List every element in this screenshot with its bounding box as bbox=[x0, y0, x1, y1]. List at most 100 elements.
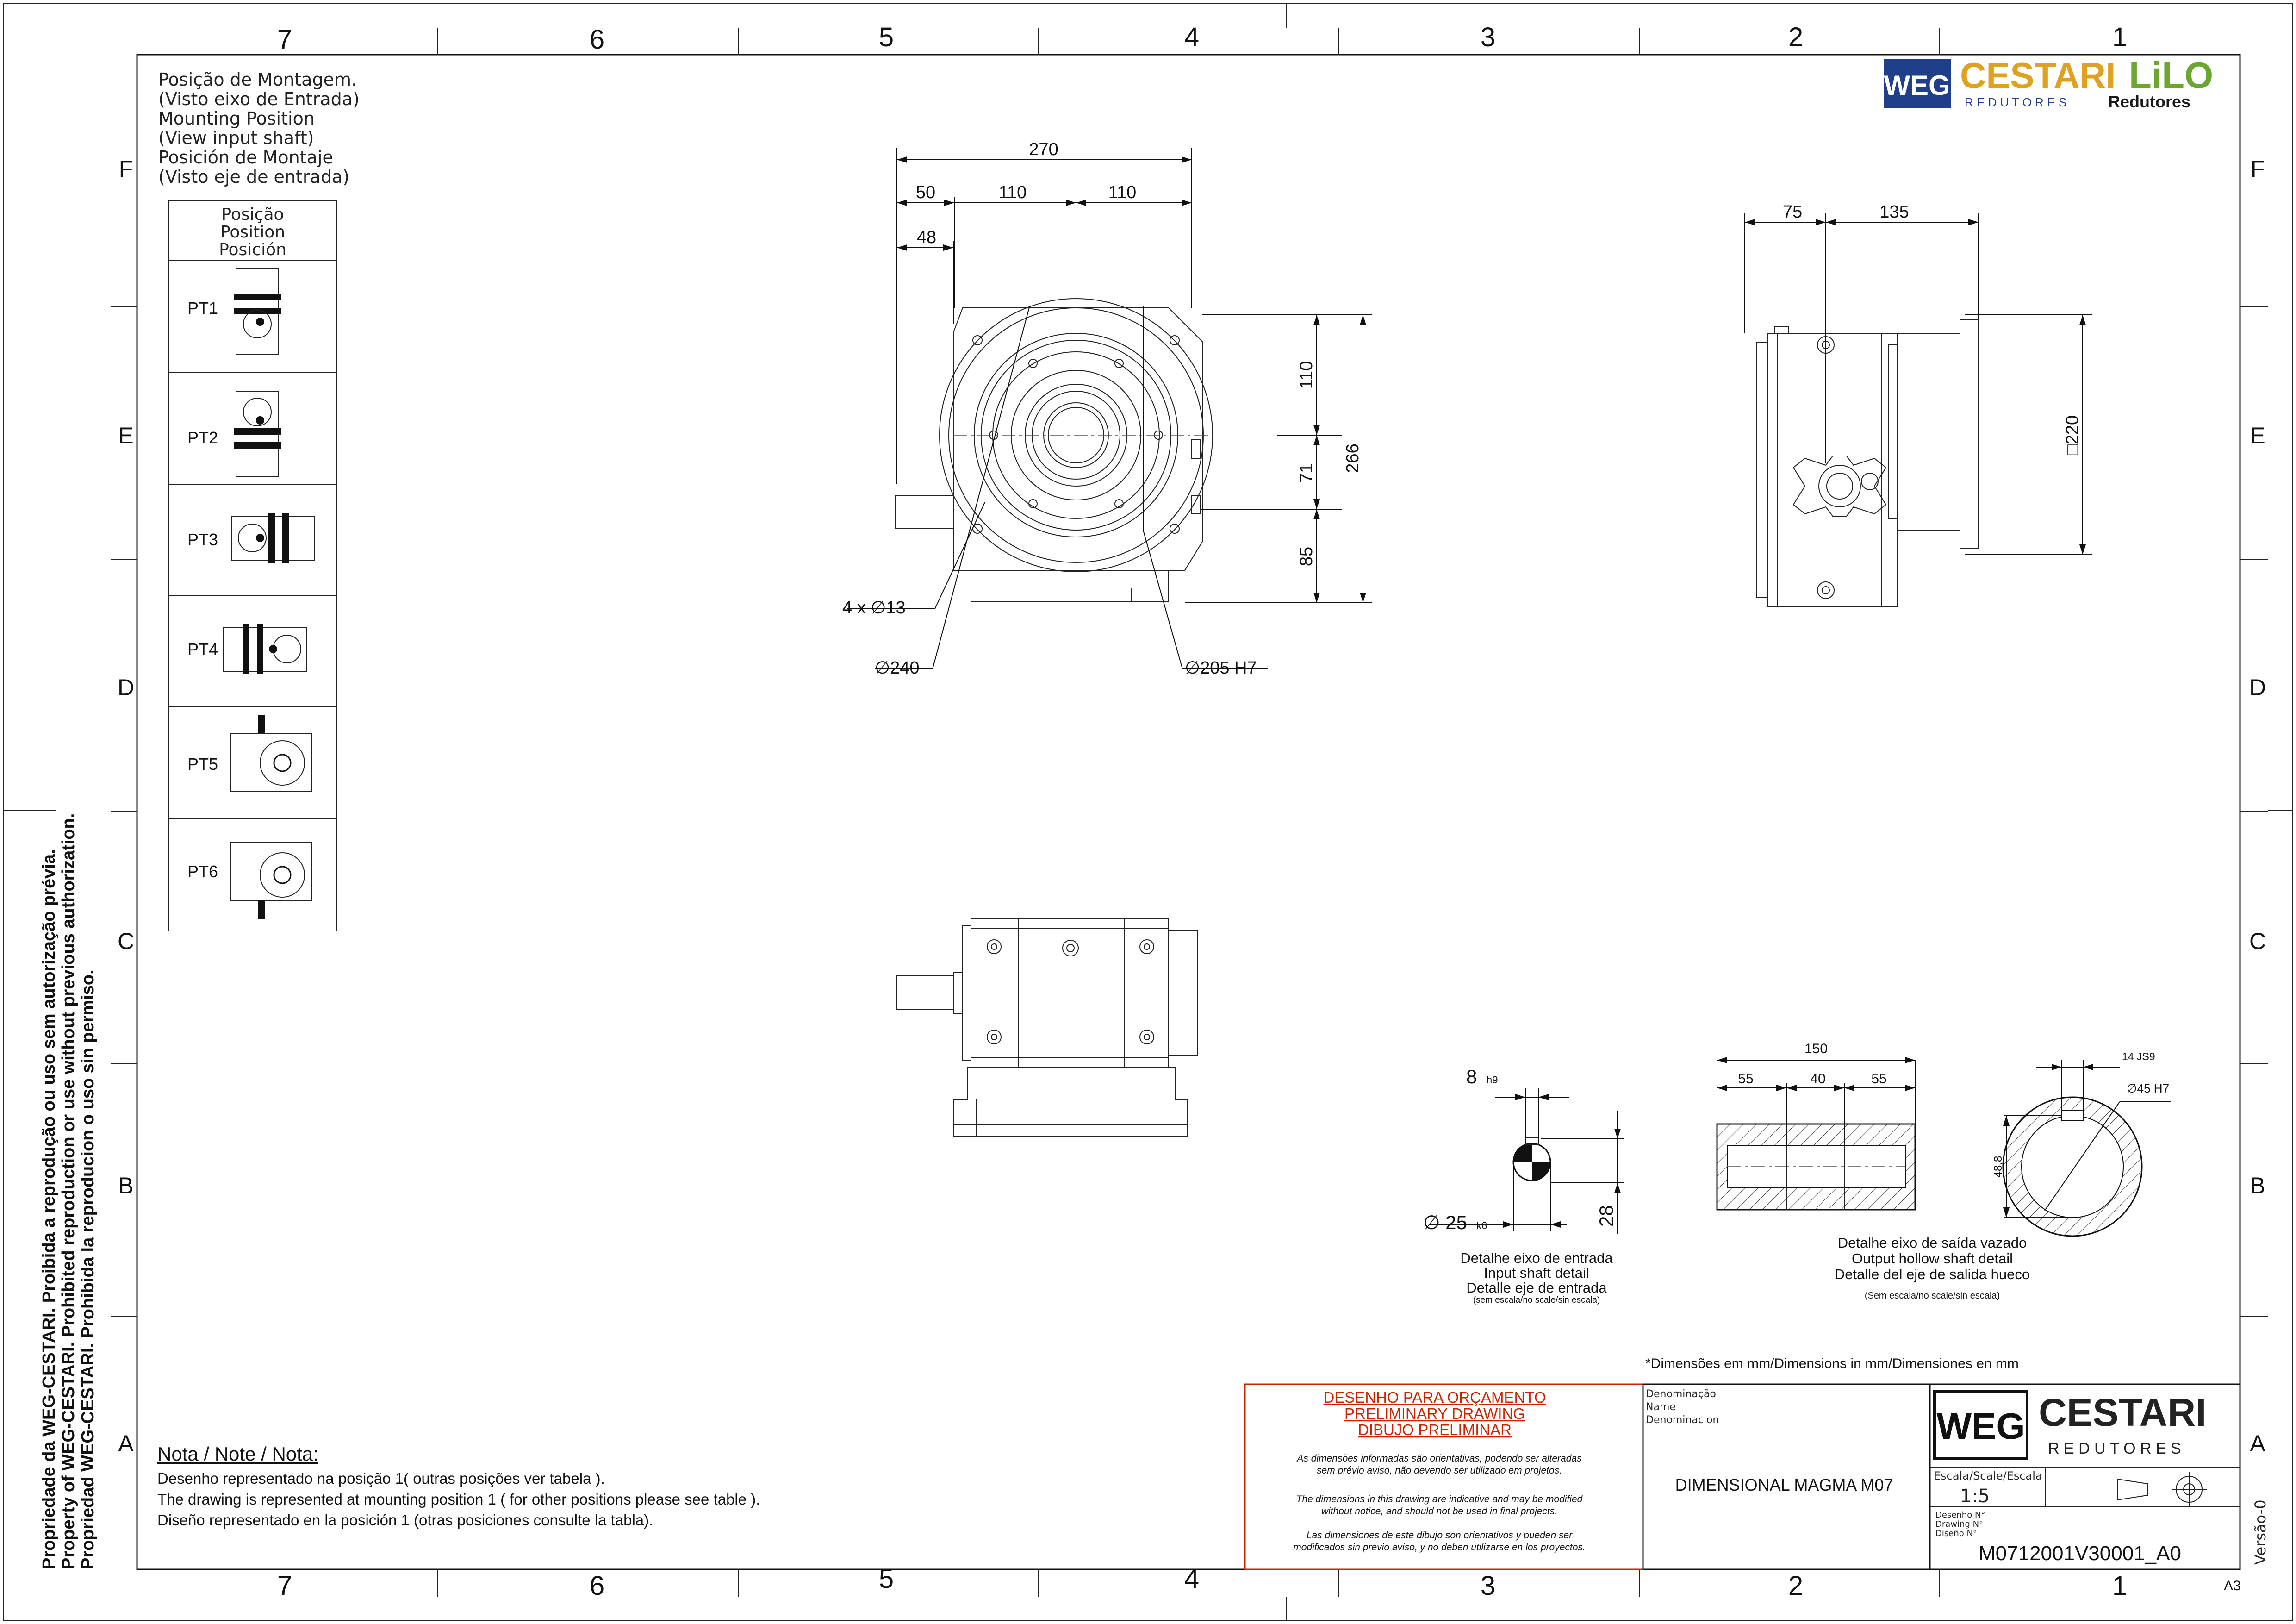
scale-value: 1:5 bbox=[1960, 1486, 1990, 1507]
col-label-bottom: 3 bbox=[1481, 1571, 1495, 1601]
position-label-pt3: PT3 bbox=[187, 530, 218, 549]
front-view: 270 50 110 110 48 110 71 266 85 4 x ∅13 … bbox=[842, 140, 1372, 678]
col-label-top: 1 bbox=[2112, 22, 2127, 52]
dim-square-220: □220 bbox=[2063, 415, 2082, 455]
mounting-heading-line: (Visto eixo de Entrada) bbox=[158, 89, 360, 109]
denomination-value: DIMENSIONAL MAGMA M07 bbox=[1675, 1475, 1893, 1494]
logo-weg-cestari-lilo: WEG CESTARI R E D U T O R E S LiLO Redut… bbox=[1884, 55, 2213, 111]
row-label-left: B bbox=[118, 1173, 133, 1199]
dim-48-8: 48,8 bbox=[1992, 1156, 2004, 1178]
pt3-glyph-icon bbox=[231, 513, 315, 563]
col-label-bottom: 4 bbox=[1184, 1564, 1199, 1594]
note-line-en: The drawing is represented at mounting p… bbox=[157, 1491, 760, 1508]
preliminary-title-en: PRELIMINARY DRAWING bbox=[1344, 1405, 1525, 1422]
col-label-top: 7 bbox=[277, 25, 292, 55]
pt1-glyph-icon bbox=[234, 268, 281, 355]
drawing-label: Diseño N° bbox=[1935, 1529, 1977, 1538]
mounting-heading-line: Posición de Montaje bbox=[158, 147, 333, 168]
dim-266: 266 bbox=[1343, 443, 1363, 473]
row-label-left: A bbox=[118, 1430, 134, 1456]
dim-8-tol: h9 bbox=[1487, 1074, 1498, 1086]
row-label-right: E bbox=[2250, 423, 2265, 449]
dim-75: 75 bbox=[1783, 202, 1802, 222]
input-caption-scale: (sem escala/no scale/sin escala) bbox=[1473, 1295, 1600, 1305]
position-label-pt2: PT2 bbox=[187, 428, 218, 447]
position-label-pt1: PT1 bbox=[187, 299, 218, 318]
col-label-top: 5 bbox=[879, 22, 894, 52]
dim-135: 135 bbox=[1879, 202, 1909, 222]
mounting-position-table: Posição Position Posición PT1 PT2 PT3 PT… bbox=[168, 200, 337, 931]
dim-dia-25: ∅ 25 bbox=[1423, 1212, 1467, 1233]
legal-line-en: Property of WEG-CESTARI. Prohibited repr… bbox=[59, 813, 78, 1569]
dim-270: 270 bbox=[1029, 140, 1058, 159]
dim-110-right: 110 bbox=[1108, 183, 1137, 202]
legal-notice: Propriedade da WEG-CESTARI. Proibida a r… bbox=[39, 813, 98, 1569]
note-line-es: Diseño representado en la posición 1 (ot… bbox=[157, 1512, 653, 1529]
top-view bbox=[896, 918, 1198, 1137]
input-caption-en: Input shaft detail bbox=[1484, 1265, 1589, 1281]
sheet-size: A3 bbox=[2224, 1578, 2241, 1593]
dim-110-left: 110 bbox=[999, 183, 1027, 202]
col-label-bottom: 6 bbox=[590, 1571, 604, 1601]
redutores-title-sub: R E D U T O R E S bbox=[2048, 1440, 2181, 1457]
dim-48: 48 bbox=[917, 228, 936, 247]
denom-label: Denominacion bbox=[1646, 1414, 1719, 1426]
drawing-label: Desenho N° bbox=[1935, 1510, 1985, 1520]
dim-dia-240: ∅240 bbox=[875, 658, 920, 678]
units-note: *Dimensões em mm/Dimensions in mm/Dimens… bbox=[1645, 1356, 2019, 1371]
row-label-left: D bbox=[118, 675, 134, 700]
output-shaft-detail: 150 55 40 55 48,8 14 JS9 ∅45 H7 Detalhe … bbox=[1716, 1041, 2171, 1301]
row-label-right: B bbox=[2250, 1173, 2265, 1199]
dim-dia-205: ∅205 H7 bbox=[1185, 658, 1257, 678]
pt4-glyph-icon bbox=[223, 624, 307, 674]
dim-28: 28 bbox=[1595, 1205, 1617, 1227]
preliminary-title-pt: DESENHO PARA ORÇAMENTO bbox=[1323, 1389, 1546, 1406]
dim-bore-45: ∅45 H7 bbox=[2127, 1081, 2169, 1095]
dim-key-14: 14 JS9 bbox=[2122, 1050, 2155, 1062]
table-header-line: Posición bbox=[219, 240, 286, 259]
table-header-line: Position bbox=[220, 223, 285, 242]
cestari-logo-text: CESTARI bbox=[1960, 55, 2116, 96]
row-label-left: E bbox=[118, 423, 133, 449]
cestari-title-text: CESTARI bbox=[2039, 1391, 2206, 1434]
preliminary-title-es: DIBUJO PRELIMINAR bbox=[1358, 1421, 1512, 1438]
side-view: 75 135 □220 bbox=[1744, 202, 2092, 607]
scale-label: Escala/Scale/Escala bbox=[1934, 1469, 2042, 1482]
mounting-heading-line: (Visto eje de entrada) bbox=[158, 167, 349, 187]
table-header-line: Posição bbox=[221, 205, 284, 224]
mounting-heading-line: Mounting Position bbox=[158, 108, 315, 129]
input-caption-pt: Detalhe eixo de entrada bbox=[1460, 1250, 1613, 1266]
preliminary-es-line: Las dimensiones de este dibujo son orien… bbox=[1307, 1530, 1573, 1541]
dim-71: 71 bbox=[1297, 463, 1316, 483]
preliminary-en-line: without notice, and should not be used i… bbox=[1321, 1506, 1557, 1517]
pt2-glyph-icon bbox=[234, 391, 281, 477]
weg-title-logo-icon bbox=[1933, 1390, 2028, 1460]
drawing-label: Drawing N° bbox=[1935, 1519, 1983, 1529]
mounting-heading: Posição de Montagem. (Visto eixo de Entr… bbox=[158, 69, 360, 187]
dim-110-vertical: 110 bbox=[1297, 361, 1316, 389]
weg-title-logo-text: WEG bbox=[1936, 1405, 2025, 1447]
note-line-pt: Desenho representado na posição 1( outra… bbox=[157, 1470, 605, 1487]
col-label-top: 2 bbox=[1788, 22, 1803, 52]
dim-55-left: 55 bbox=[1738, 1071, 1753, 1087]
preliminary-pt-line: As dimensões informadas são orientativas… bbox=[1296, 1453, 1582, 1464]
denom-label: Name bbox=[1646, 1401, 1676, 1413]
output-caption-es: Detalle del eje de salida hueco bbox=[1835, 1266, 2030, 1282]
mounting-heading-line: (View input shaft) bbox=[158, 128, 314, 148]
lilo-logo-sub: Redutores bbox=[2108, 92, 2190, 111]
dim-40: 40 bbox=[1810, 1071, 1825, 1087]
col-label-bottom: 5 bbox=[879, 1564, 894, 1594]
row-label-right: C bbox=[2249, 928, 2266, 954]
row-label-left: C bbox=[118, 928, 134, 954]
row-label-left: F bbox=[119, 156, 133, 182]
dim-50: 50 bbox=[916, 183, 935, 202]
col-label-top: 6 bbox=[590, 25, 604, 55]
row-label-right: A bbox=[2250, 1430, 2265, 1456]
col-label-bottom: 1 bbox=[2112, 1571, 2127, 1601]
position-label-pt4: PT4 bbox=[187, 640, 218, 659]
notes-title: Nota / Note / Nota: bbox=[157, 1443, 318, 1465]
notes-block: Nota / Note / Nota: Desenho representado… bbox=[157, 1443, 760, 1529]
position-label-pt6: PT6 bbox=[187, 862, 218, 881]
dim-85: 85 bbox=[1297, 547, 1316, 566]
